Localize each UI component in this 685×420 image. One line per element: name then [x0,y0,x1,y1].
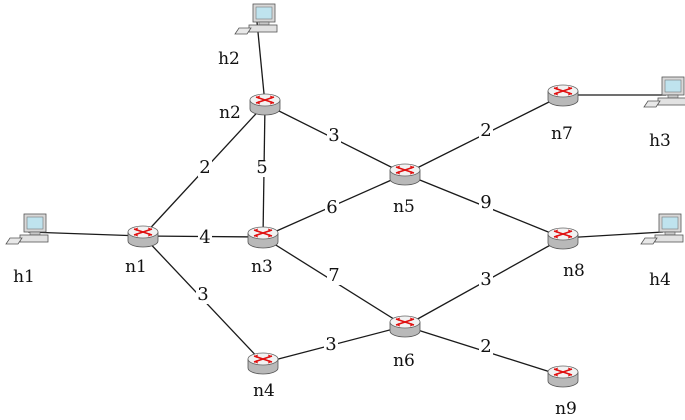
router-icon [247,226,279,249]
router-icon [127,225,159,248]
weight-label-n2-n3: 5 [256,157,267,178]
router-label-n7: n7 [551,124,573,144]
weight-bg-n2-n5 [327,128,341,145]
router-icon [249,93,281,116]
computer-icon [5,213,49,245]
host-h4[interactable]: h4 [640,213,684,290]
host-h2[interactable]: h2 [218,3,278,69]
weight-bg-n3-n5 [325,200,339,217]
host-label-h4: h4 [649,270,671,290]
weight-label-n3-n6: 7 [328,265,339,286]
host-h3[interactable]: h3 [643,76,685,151]
host-h1[interactable]: h1 [5,213,49,287]
router-label-n6: n6 [393,351,415,371]
computer-icon [234,3,278,35]
router-n1[interactable]: n1 [125,225,159,277]
weight-label-n5-n7: 2 [480,120,491,141]
weight-label-n1-n3: 4 [199,227,210,248]
weight-bg-n4-n6 [324,337,338,354]
router-label-n8: n8 [563,261,585,281]
weight-bg-n6-n8 [479,272,493,289]
router-n2[interactable]: n2 [219,93,281,123]
router-icon [389,163,421,186]
router-label-n3: n3 [251,257,273,277]
router-icon [547,227,579,250]
host-label-h1: h1 [13,267,35,287]
weight-bg-n5-n8 [479,195,493,212]
weight-bg-n6-n9 [479,339,493,356]
router-n4[interactable]: n4 [247,352,279,401]
links-layer [27,21,666,377]
router-icon [547,365,579,388]
router-label-n5: n5 [393,197,415,217]
router-icon [547,84,579,107]
weight-label-n6-n9: 2 [480,336,491,357]
weight-bg-n2-n3 [255,160,269,177]
router-n5[interactable]: n5 [389,163,421,217]
weight-bg-n3-n6 [327,268,341,285]
weight-label-n4-n6: 3 [325,334,336,355]
weight-label-n6-n8: 3 [480,269,491,290]
weight-label-n2-n5: 3 [328,125,339,146]
weight-label-n3-n5: 6 [326,197,337,218]
weight-label-n1-n4: 3 [197,284,208,305]
computer-icon [643,76,685,108]
router-n8[interactable]: n8 [547,227,585,281]
router-n3[interactable]: n3 [247,226,279,277]
link-h2-n2 [256,21,266,105]
router-n9[interactable]: n9 [547,365,579,419]
link-n8-h4 [562,231,664,239]
router-n6[interactable]: n6 [389,315,421,371]
router-label-n9: n9 [555,399,577,419]
link-h1-n1 [27,231,144,237]
weight-bg-n1-n3 [198,230,212,247]
router-icon [247,352,279,375]
computer-icon [640,213,684,245]
router-label-n4: n4 [253,381,275,401]
weight-bg-n1-n4 [196,287,210,304]
weights-layer: 2 4 3 5 3 6 7 3 2 9 3 2 [196,120,493,357]
router-n7[interactable]: n7 [547,84,579,144]
weight-bg-n5-n7 [479,123,493,140]
weight-label-n5-n8: 9 [480,192,491,213]
nodes-layer: n1 n2 n3 n4 n5 n6 n7 n8 n9 h1 h2 h3 h4 [5,3,685,419]
router-label-n2: n2 [219,103,241,123]
host-label-h2: h2 [218,49,240,69]
weight-label-n1-n2: 2 [199,157,210,178]
weight-bg-n1-n2 [198,160,212,177]
host-label-h3: h3 [649,131,671,151]
router-label-n1: n1 [125,257,147,277]
router-icon [389,315,421,338]
